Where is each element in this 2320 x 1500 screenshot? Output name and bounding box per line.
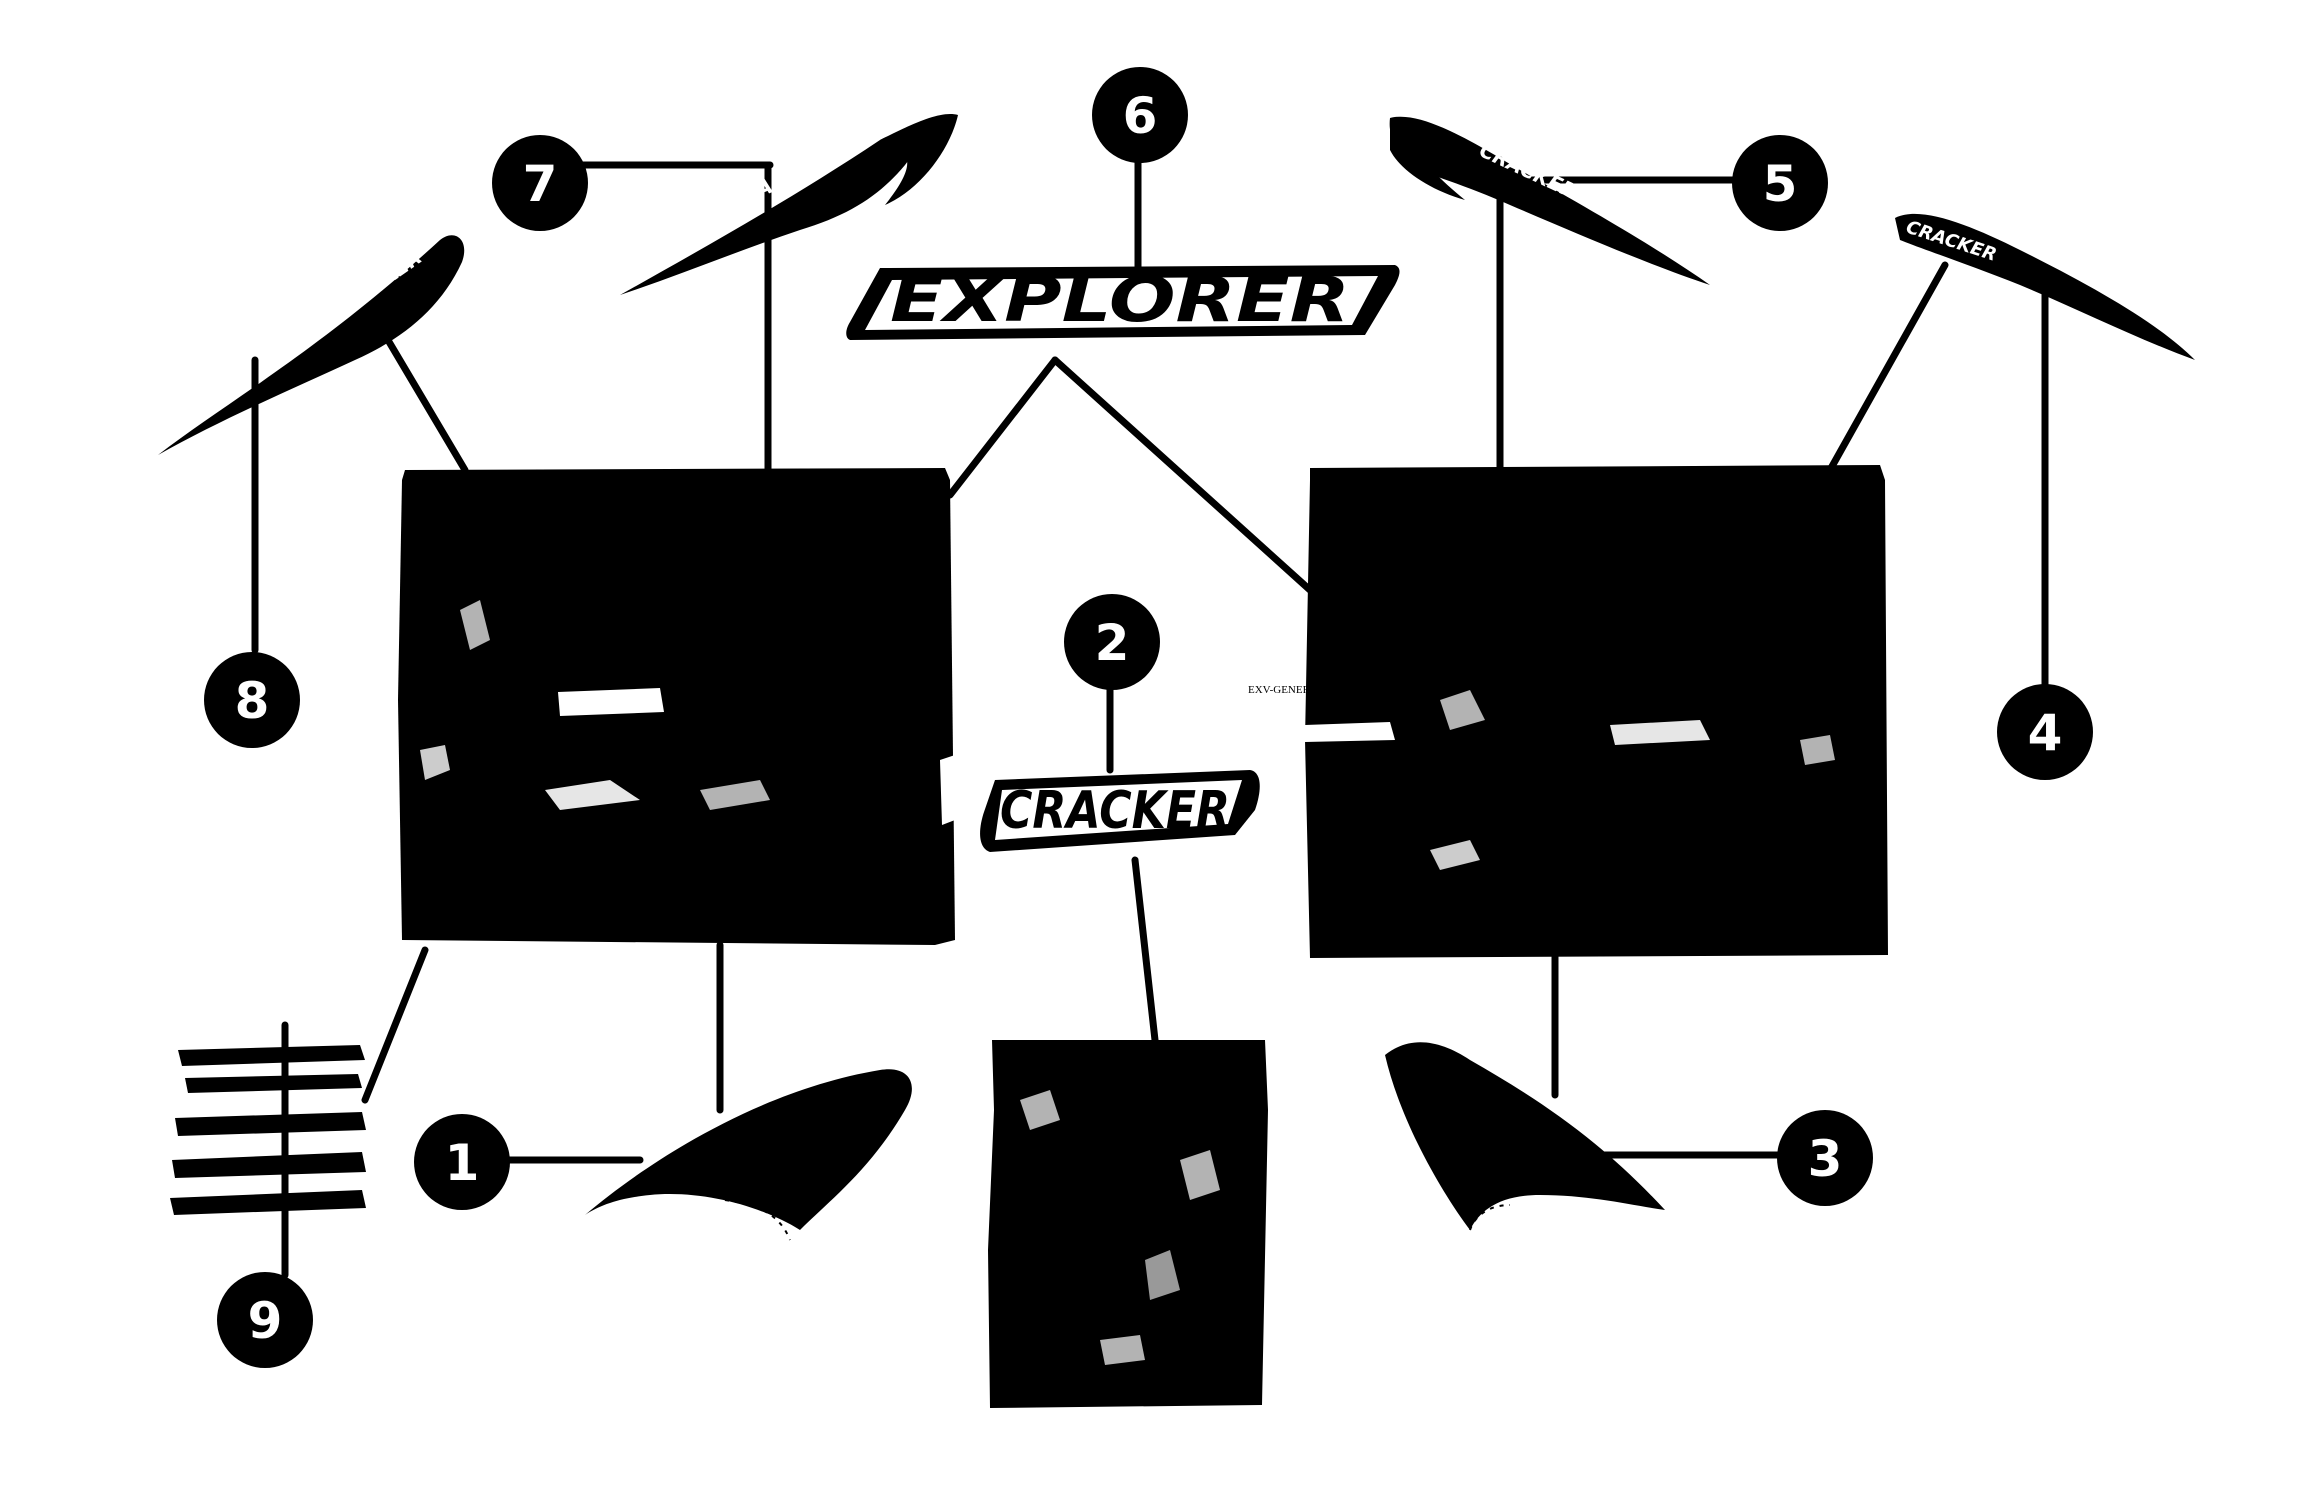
callout-9: 9 bbox=[217, 1272, 313, 1368]
callout-number-2: 2 bbox=[1095, 614, 1130, 672]
right-strip-decal: CRACKER bbox=[1389, 116, 1710, 285]
cracker-logo-text: CRACKER bbox=[1000, 781, 1230, 841]
small-stripe-decals bbox=[170, 1045, 366, 1215]
left-fender-decal bbox=[585, 1069, 912, 1241]
callout-3: 3 bbox=[1777, 1110, 1873, 1206]
explorer-logo-text: EXPLORER bbox=[890, 263, 1350, 336]
front-panel bbox=[988, 1040, 1268, 1408]
callout-number-4: 4 bbox=[2028, 704, 2063, 762]
decal-code-text: EXV-GENER bbox=[1248, 684, 1311, 696]
callout-5: 5 bbox=[1732, 135, 1828, 231]
callout-circle bbox=[1997, 684, 2093, 780]
leader-line-4b bbox=[1826, 261, 1949, 474]
callout-8: 8 bbox=[204, 652, 300, 748]
callout-circle bbox=[1732, 135, 1828, 231]
callout-circle bbox=[414, 1114, 510, 1210]
callout-1: 1 bbox=[414, 1114, 510, 1210]
callout-circle bbox=[217, 1272, 313, 1368]
callout-number-9: 9 bbox=[248, 1292, 283, 1350]
callout-6: 6 bbox=[1092, 67, 1188, 163]
leader-line-6c bbox=[1051, 356, 1314, 594]
far-left-strip-decal: CRACKER bbox=[158, 235, 465, 455]
callout-number-8: 8 bbox=[235, 672, 270, 730]
callout-circle bbox=[492, 135, 588, 231]
explorer-logo-decal: EXPLORER bbox=[846, 263, 1400, 340]
callout-number-6: 6 bbox=[1123, 87, 1158, 145]
callout-number-7: 7 bbox=[523, 155, 558, 213]
callout-4: 4 bbox=[1997, 684, 2093, 780]
callout-circle bbox=[1777, 1110, 1873, 1206]
leader-line-8b bbox=[381, 331, 469, 474]
callout-2: 2 bbox=[1064, 594, 1160, 690]
callout-number-1: 1 bbox=[445, 1134, 480, 1192]
callout-circle bbox=[1064, 594, 1160, 690]
cracker-logo-decal: CRACKER bbox=[980, 770, 1260, 852]
callout-number-3: 3 bbox=[1808, 1130, 1843, 1188]
right-fender-decal bbox=[1385, 1042, 1665, 1231]
left-side-panel bbox=[398, 468, 955, 945]
callout-7: 7 bbox=[492, 135, 588, 231]
leader-line-6b bbox=[946, 356, 1059, 499]
right-side-panel: EXV-GENER bbox=[1248, 465, 1888, 958]
callout-circle bbox=[204, 652, 300, 748]
leader-lines bbox=[251, 141, 2049, 1279]
leader-line-2b bbox=[1131, 856, 1159, 1044]
callout-circle bbox=[1092, 67, 1188, 163]
leader-line-9b bbox=[361, 946, 429, 1104]
callout-number-5: 5 bbox=[1763, 155, 1798, 213]
